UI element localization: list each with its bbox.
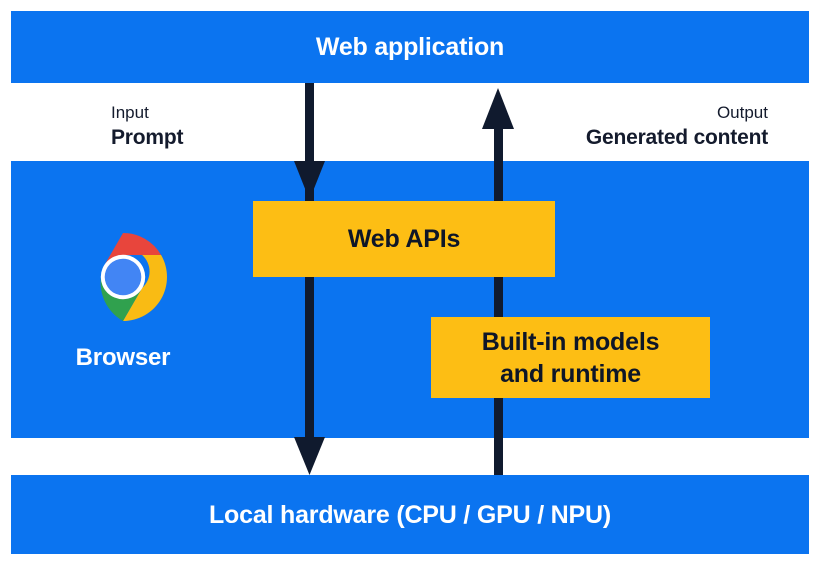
box-web-apis: Web APIs (253, 201, 555, 277)
annotation-output-kind: Output (716, 103, 768, 122)
band-local-hardware-label: Local hardware (CPU / GPU / NPU) (208, 501, 611, 529)
chrome-logo-icon (79, 233, 167, 321)
box-builtin-models-line2: and runtime (500, 359, 641, 388)
annotation-input-value: Prompt (111, 126, 184, 149)
band-web-application-label: Web application (315, 33, 505, 61)
band-local-hardware: Local hardware (CPU / GPU / NPU) (11, 475, 809, 554)
box-builtin-models: Built-in models and runtime (431, 317, 710, 398)
band-web-application: Web application (11, 11, 809, 83)
annotation-output-value: Generated content (585, 126, 768, 149)
browser-label: Browser (75, 344, 171, 371)
box-builtin-models-label: Built-in models and runtime (482, 326, 660, 390)
annotation-input-kind: Input (111, 103, 149, 122)
box-web-apis-label: Web APIs (347, 225, 461, 253)
box-builtin-models-line1: Built-in models (481, 327, 660, 356)
